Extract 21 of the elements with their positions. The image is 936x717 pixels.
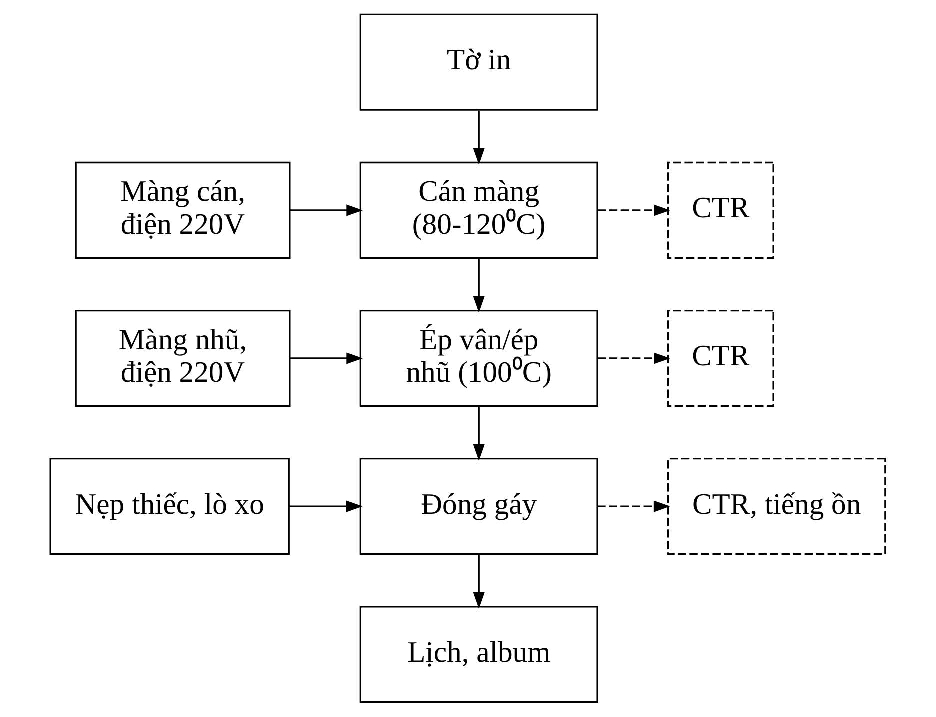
arrow xyxy=(598,204,670,216)
node-box: CTR xyxy=(667,162,774,259)
arrow xyxy=(290,352,364,364)
node-box: Đóng gáy xyxy=(360,458,598,556)
arrow xyxy=(598,352,670,364)
node-box: CTR, tiếng ồn xyxy=(667,458,886,556)
node-box: Màng cán, điện 220V xyxy=(75,162,291,259)
node-box: Tờ in xyxy=(360,14,598,111)
arrow xyxy=(598,500,670,512)
arrow xyxy=(473,110,485,165)
node-box: Màng nhũ, điện 220V xyxy=(75,310,291,408)
arrow xyxy=(290,204,364,216)
node-box: CTR xyxy=(667,310,774,408)
arrow xyxy=(289,500,363,512)
node-box: Cán màng (80-120⁰C) xyxy=(360,162,598,259)
arrow xyxy=(473,555,485,609)
node-box: Nẹp thiếc, lò xo xyxy=(50,458,290,556)
arrow xyxy=(473,406,485,461)
arrow xyxy=(473,258,485,313)
node-box: Lịch, album xyxy=(360,606,598,704)
node-box: Ép vân/ép nhũ (100⁰C) xyxy=(360,310,598,408)
